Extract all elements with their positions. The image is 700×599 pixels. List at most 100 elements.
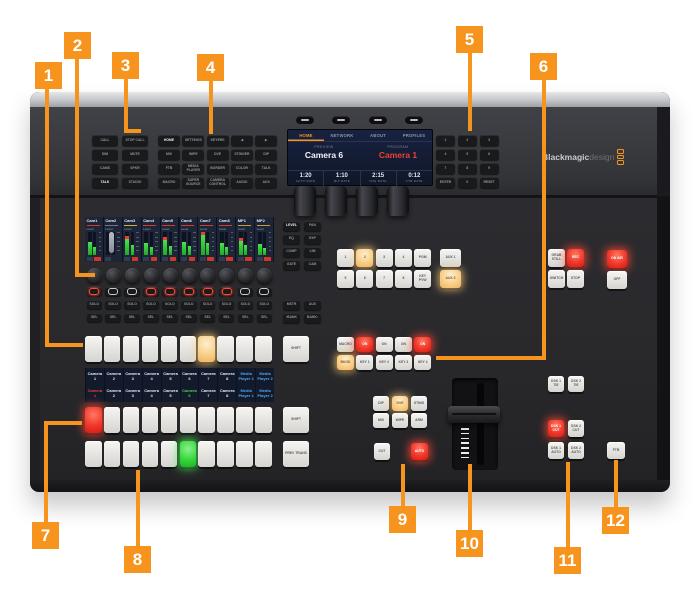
program-bus-button-2[interactable] [103, 407, 121, 433]
menu-button-ftb[interactable]: FTB [158, 163, 180, 174]
soft-key-3[interactable] [369, 116, 387, 124]
dsk1-auto-button[interactable]: DSK 1 AUTO [548, 442, 564, 459]
select-bus-button-pgm[interactable]: PGM [414, 249, 432, 267]
ftb-button[interactable]: FTB [607, 442, 625, 459]
aux-2-button[interactable]: AUX 2 [440, 270, 461, 288]
program-bus-button-7[interactable] [198, 407, 215, 433]
menu-button-home[interactable]: HOME [158, 135, 180, 146]
channel-sel-button-cam2[interactable]: SEL [105, 313, 121, 322]
menu-button-item[interactable]: ▶ [255, 135, 278, 146]
source-select-button-8[interactable] [217, 336, 234, 362]
channel-sel-button-cam6[interactable]: SEL [181, 313, 197, 322]
key-on-button-5[interactable]: ON [414, 337, 432, 352]
audio-level-button[interactable]: LEVEL [283, 221, 300, 231]
menu-button-dip[interactable]: DIP [255, 149, 278, 160]
channel-sel-button-cam7[interactable]: SEL [199, 313, 216, 322]
source-select-button-7[interactable] [198, 336, 215, 362]
select-bus-button-key-pvw[interactable]: KEY PVW [414, 270, 432, 288]
talkback-button-studio[interactable]: STUDIO [122, 177, 148, 188]
lcd-knob-3[interactable] [356, 186, 378, 216]
dsk2-tie-button[interactable]: DSK 2 TIE [568, 376, 584, 392]
audio-exp-button[interactable]: EXP [304, 234, 321, 244]
lcd-tab-profiles[interactable]: PROFILES [402, 133, 426, 138]
preview-bus-button-1[interactable] [85, 441, 102, 467]
auto-button[interactable]: AUTO [411, 443, 428, 460]
keypad-key-1[interactable]: 1 [436, 135, 455, 146]
channel-solo-button-mp1[interactable]: SOLO [237, 300, 254, 309]
channel-on-button-cam6[interactable] [181, 287, 197, 296]
keypad-key-8[interactable]: 8 [457, 163, 477, 174]
menu-button-macro[interactable]: MACRO [158, 177, 180, 188]
audio-knob-cam4[interactable] [143, 268, 159, 283]
lcd-knob-1[interactable] [294, 186, 316, 216]
source-select-button-2[interactable] [103, 336, 121, 362]
channel-solo-button-cam1[interactable]: SOLO [86, 300, 102, 309]
dip-button[interactable]: DIP [373, 396, 389, 411]
menu-button-aux[interactable]: AUX [255, 177, 278, 188]
source-select-button-10[interactable] [255, 336, 272, 362]
preview-bus-button-6[interactable] [179, 441, 196, 467]
program-bus-button-8[interactable] [217, 407, 234, 433]
audio-pan-button[interactable]: PAN [304, 221, 321, 231]
off-button[interactable]: OFF [607, 271, 627, 289]
channel-solo-button-cam4[interactable]: SOLO [143, 300, 159, 309]
channel-on-button-mp1[interactable] [237, 287, 254, 296]
menu-button-mix[interactable]: MIX [158, 149, 180, 160]
preview-bus-button-9[interactable] [236, 441, 253, 467]
menu-button-audio[interactable]: AUDIO [230, 177, 253, 188]
keypad-key-reset[interactable]: RESET [479, 177, 499, 188]
menu-button-settings[interactable]: SETTINGS [182, 135, 205, 146]
keypad-key-5[interactable]: 5 [457, 149, 477, 160]
lcd-knob-2[interactable] [325, 186, 347, 216]
channel-on-button-cam8[interactable] [218, 287, 235, 296]
arm-button[interactable]: ARM [411, 413, 427, 428]
select-bus-button-5[interactable]: 5 [337, 270, 354, 288]
menu-button-talk[interactable]: TALK [255, 163, 278, 174]
audio-eq-button[interactable]: EQ [283, 234, 300, 244]
key-2-button[interactable]: KEY 2 [375, 355, 393, 370]
audio-mstr-button[interactable]: MSTR [283, 300, 300, 310]
key-on-button-2[interactable]: ON [356, 337, 374, 352]
aux-1-button[interactable]: AUX 1 [440, 249, 461, 267]
keypad-key-3[interactable]: 3 [479, 135, 499, 146]
select-bus-button-4[interactable]: 4 [394, 249, 412, 267]
menu-button-border[interactable]: BORDER [206, 163, 229, 174]
key-1-button[interactable]: KEY 1 [356, 355, 374, 370]
channel-sel-button-cam8[interactable]: SEL [218, 313, 235, 322]
source-select-button-9[interactable] [236, 336, 253, 362]
channel-on-button-mp2[interactable] [256, 287, 273, 296]
dsk2-cut-button[interactable]: DSK 2 CUT [568, 420, 584, 437]
audio-knob-mp2[interactable] [257, 268, 273, 283]
talkback-button-stop-call[interactable]: STOP CALL [122, 135, 148, 146]
channel-solo-button-cam6[interactable]: SOLO [181, 300, 197, 309]
prev-trans-button[interactable]: PREV TRANS [283, 441, 309, 467]
dsk1-cut-button[interactable]: DSK 1 CUT [548, 420, 564, 437]
audio-knob-cam8[interactable] [219, 268, 235, 283]
program-bus-button-3[interactable] [122, 407, 140, 433]
key-4-button[interactable]: KEY 4 [414, 355, 432, 370]
keypad-key-4[interactable]: 4 [436, 149, 455, 160]
lcd-tab-home[interactable]: HOME [288, 130, 324, 141]
program-bus-button-6[interactable] [179, 407, 196, 433]
channel-on-button-cam7[interactable] [199, 287, 216, 296]
keypad-key-enter[interactable]: ENTER [436, 177, 455, 188]
stop-button[interactable]: STOP [567, 270, 584, 288]
mix-button[interactable]: MIX [373, 413, 389, 428]
menu-button-item[interactable]: ◀ [230, 135, 253, 146]
soft-key-2[interactable] [332, 116, 350, 124]
select-bus-button-2[interactable]: 2 [356, 249, 374, 267]
soft-key-1[interactable] [296, 116, 314, 124]
menu-button-super-source[interactable]: SUPER SOURCE [182, 177, 205, 188]
source-select-button-4[interactable] [141, 336, 159, 362]
channel-solo-button-cam2[interactable]: SOLO [105, 300, 121, 309]
key-on-button-1[interactable]: MACRO [337, 337, 354, 352]
source-select-button-3[interactable] [122, 336, 140, 362]
audio-knob-mp1[interactable] [238, 268, 254, 283]
preview-bus-button-8[interactable] [217, 441, 234, 467]
keypad-key-9[interactable]: 9 [479, 163, 499, 174]
audio-knob-cam5[interactable] [162, 268, 178, 283]
talkback-button-dim[interactable]: DIM [92, 149, 118, 160]
audio-knob-cam2[interactable] [105, 268, 121, 283]
audio-aux-button[interactable]: AUX [304, 300, 321, 310]
preview-bus-button-10[interactable] [255, 441, 272, 467]
